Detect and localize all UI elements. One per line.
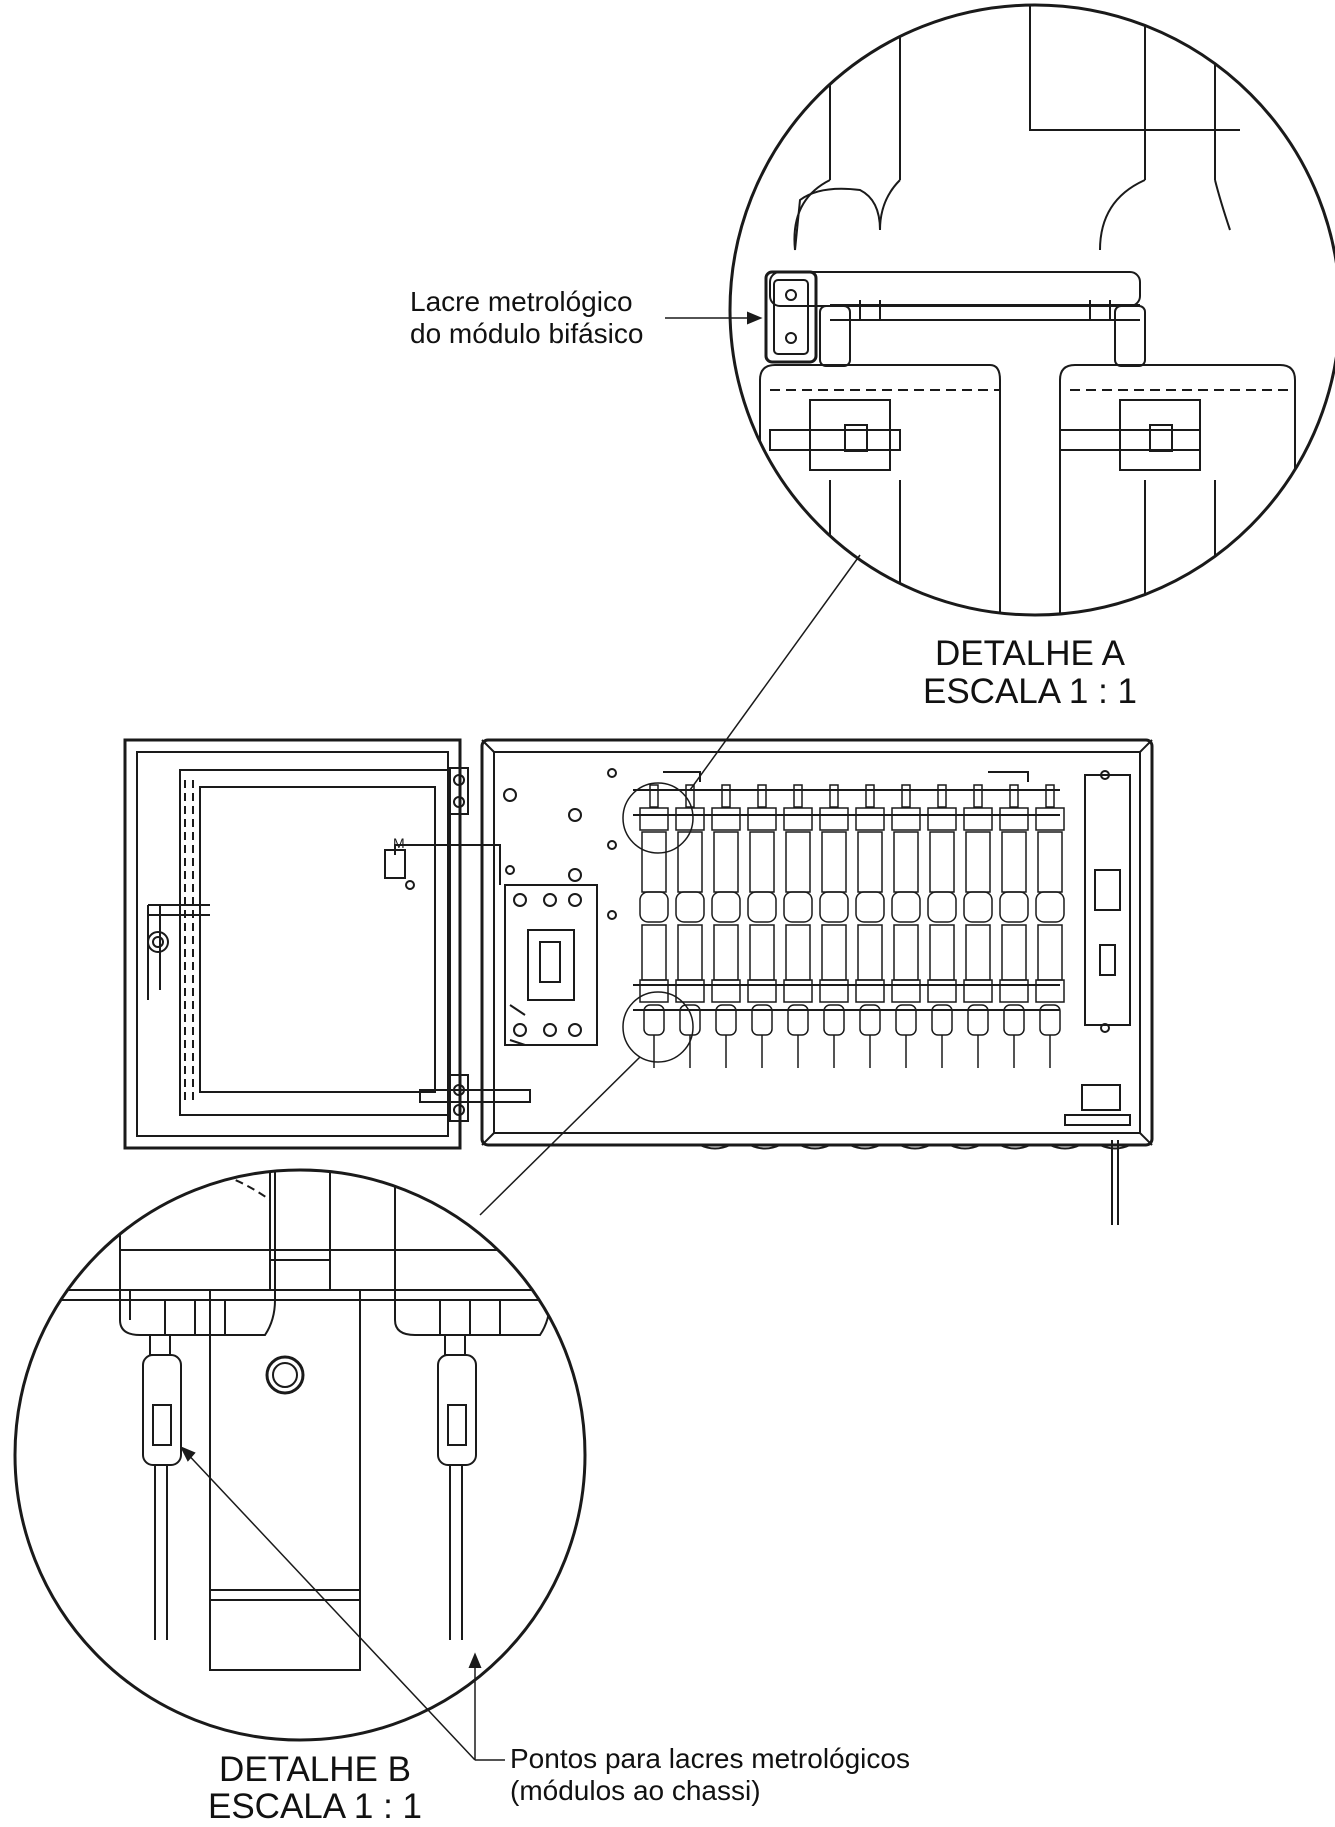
detail-b-marker xyxy=(622,991,694,1063)
meter-module xyxy=(783,784,813,1068)
chassis-seals-label-line2: (módulos ao chassi) xyxy=(510,1775,761,1806)
chassis-seal-left-icon xyxy=(142,1354,182,1466)
bifasico-seal-label-line1: Lacre metrológico xyxy=(410,286,633,317)
meter-modules xyxy=(633,771,1065,1068)
chassis-seals-label-line1: Pontos para lacres metrológicos xyxy=(510,1743,910,1774)
detail-a-view xyxy=(728,3,1335,617)
enclosure-body xyxy=(480,738,1154,1225)
meter-module xyxy=(927,784,957,1068)
detail-a-title: DETALHE A xyxy=(935,634,1125,673)
bifasico-seal-label-line2: do módulo bifásico xyxy=(410,318,644,349)
bifasico-seal-callout-arrow xyxy=(665,311,763,325)
meter-module xyxy=(891,784,921,1068)
detail-b-title: DETALHE B xyxy=(219,1750,411,1789)
bifasico-seal-icon xyxy=(764,270,818,364)
detail-b-view xyxy=(13,1168,587,1742)
meter-module xyxy=(747,784,777,1068)
chassis-seal-right-icon xyxy=(437,1354,477,1466)
detail-a-scale: ESCALA 1 : 1 xyxy=(922,672,1138,711)
open-door xyxy=(123,738,531,1150)
detail-b-leader xyxy=(479,1056,641,1216)
meter-module xyxy=(675,784,705,1068)
meter-module xyxy=(1035,784,1065,1068)
chassis-seals-callout xyxy=(179,1446,505,1761)
door-label: M xyxy=(393,835,405,851)
detail-a-marker xyxy=(622,782,694,854)
meter-module xyxy=(639,784,669,1068)
detail-a-leader xyxy=(689,554,861,791)
meter-module xyxy=(711,784,741,1068)
meter-module xyxy=(855,784,885,1068)
meter-module xyxy=(819,784,849,1068)
meter-module xyxy=(963,784,993,1068)
detail-b-scale: ESCALA 1 : 1 xyxy=(207,1787,423,1826)
meter-module xyxy=(999,784,1029,1068)
